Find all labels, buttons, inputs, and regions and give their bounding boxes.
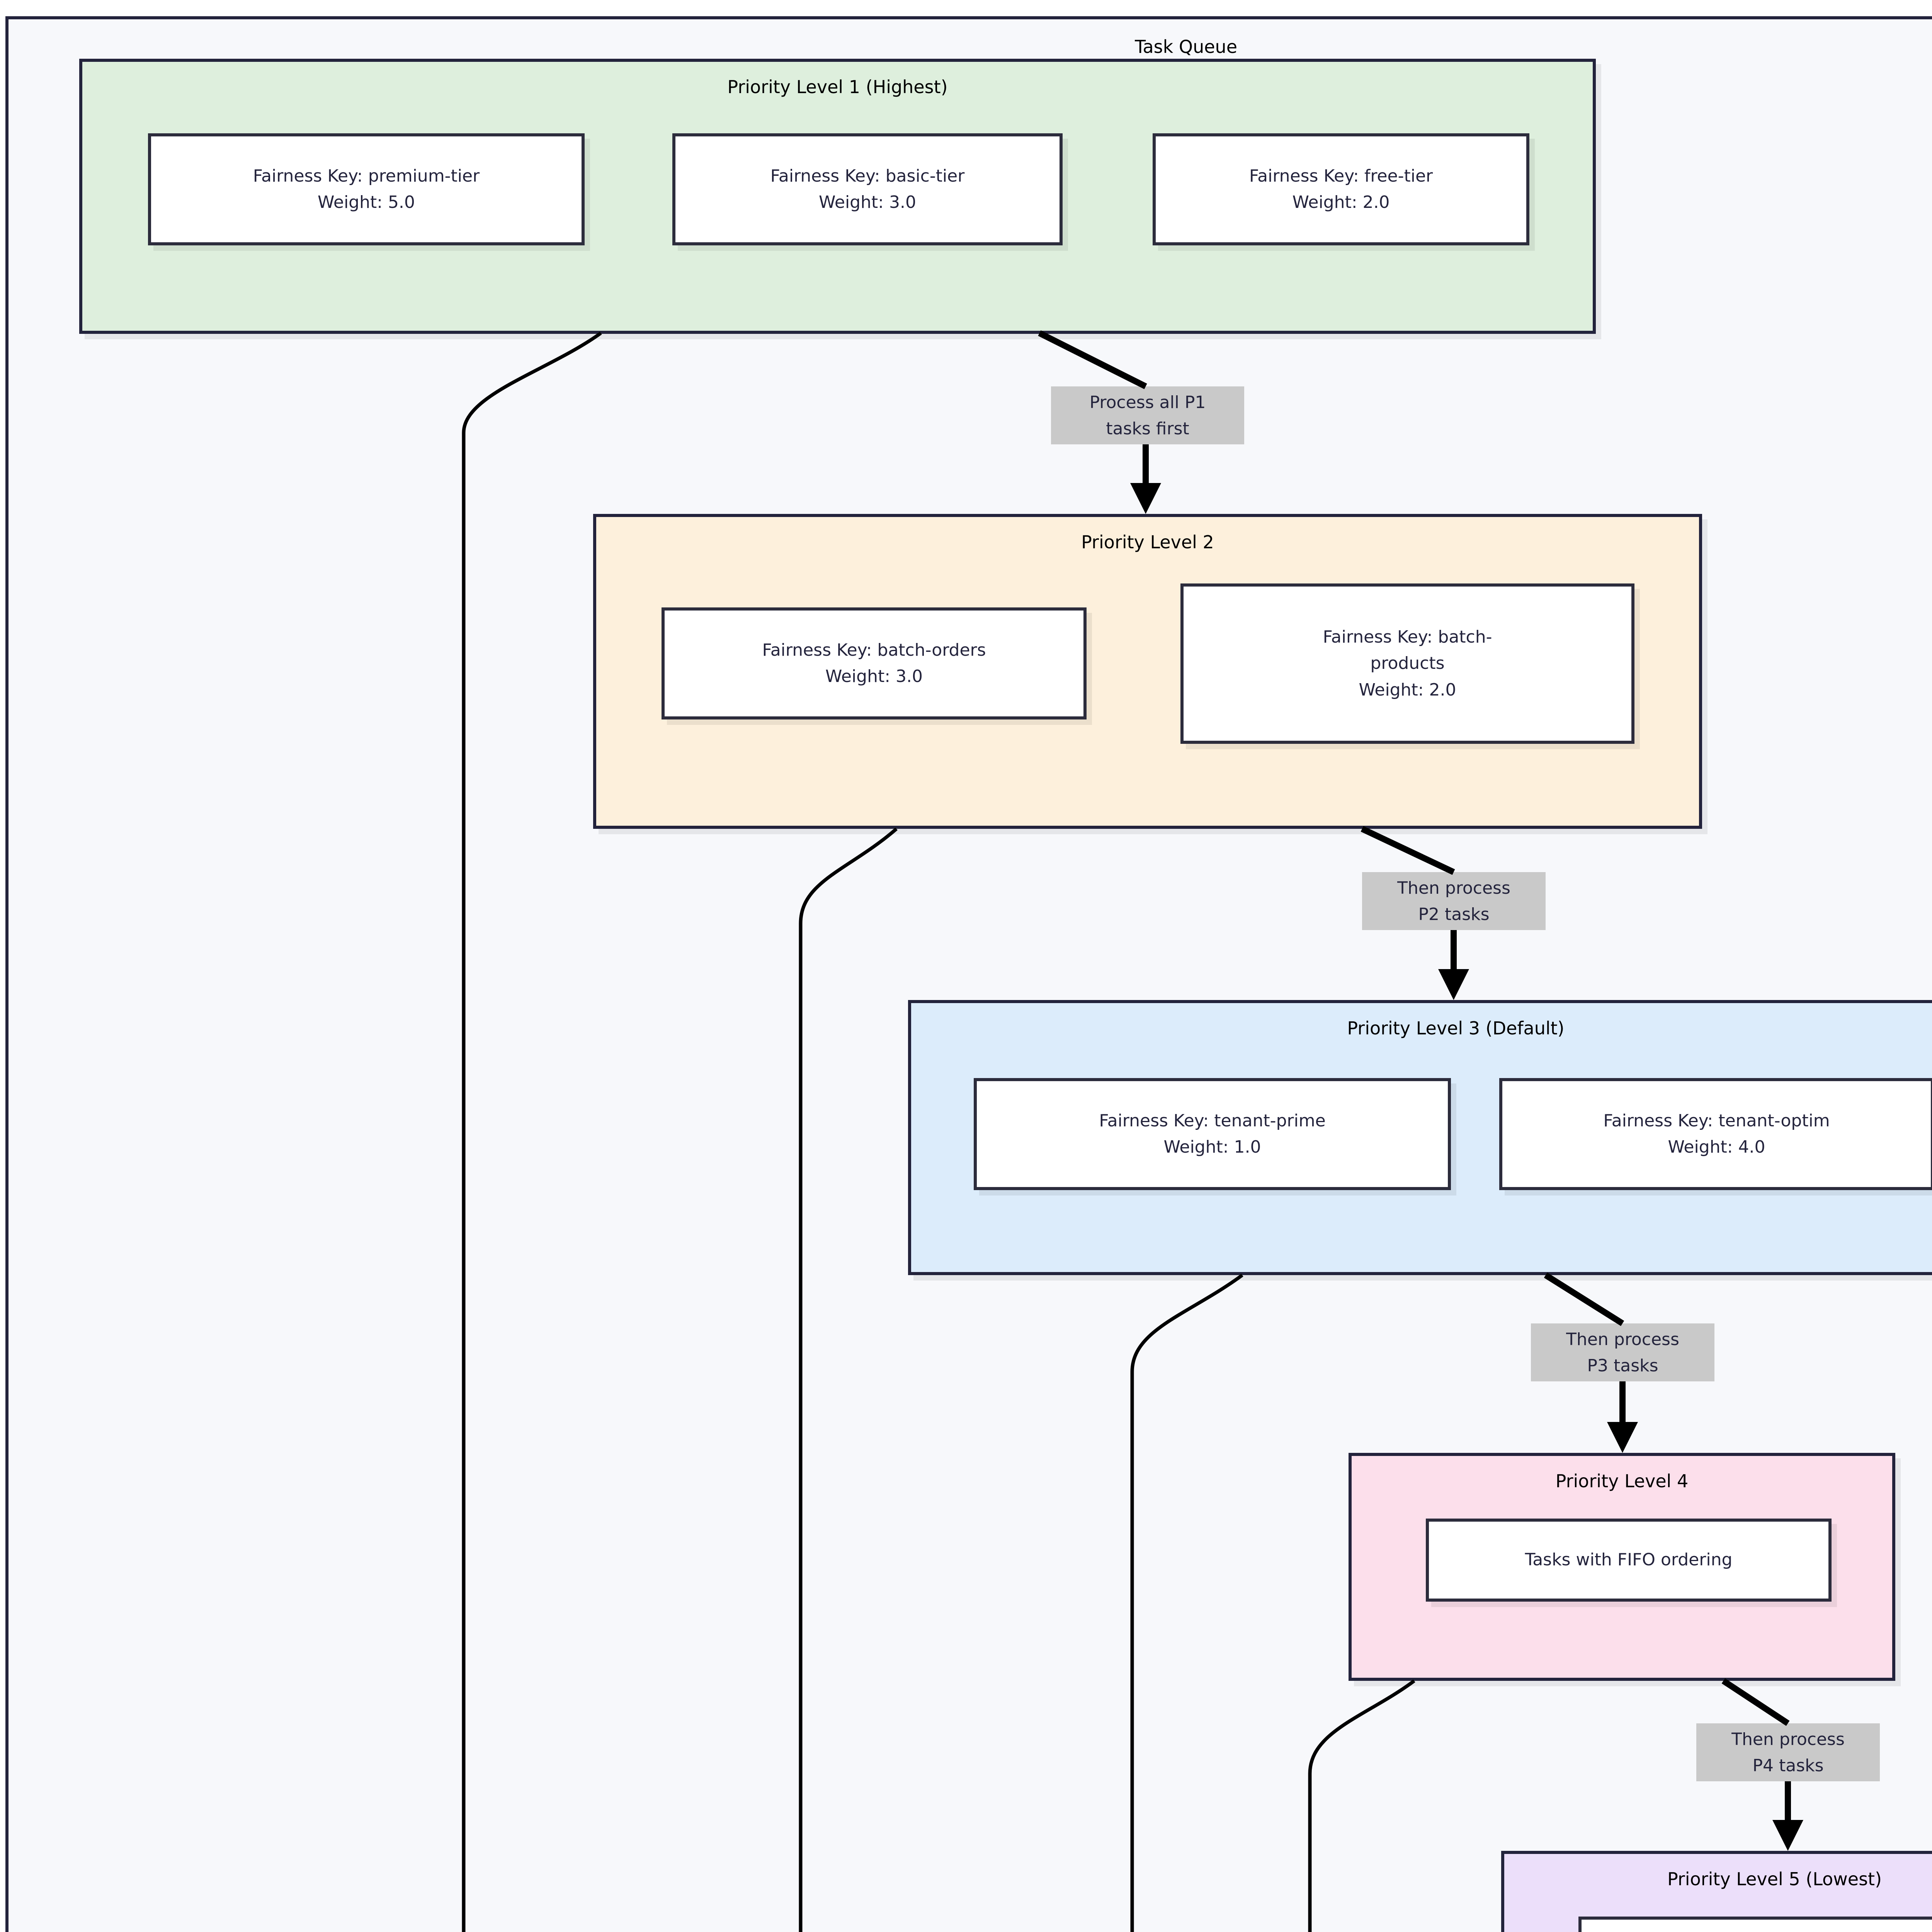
node-line-1: Fairness Key: tenant-prime <box>1099 1111 1326 1131</box>
node-fairness-tenant-prime[interactable]: Fairness Key: tenant-prime Weight: 1.0 <box>974 1078 1451 1190</box>
node-line-1: Fairness Key: free-tier <box>1249 166 1433 186</box>
node-line-1: Tasks with FIFO ordering <box>1525 1550 1733 1570</box>
node-line-1: Fairness Key: batch- products <box>1323 627 1492 673</box>
cluster-title-priority-level-3: Priority Level 3 (Default) <box>1347 1018 1565 1039</box>
node-line-2: Weight: 5.0 <box>317 192 415 212</box>
edge-label-process-all-p1: Process all P1 tasks first <box>1051 386 1244 444</box>
cluster-title-priority-level-5: Priority Level 5 (Lowest) <box>1667 1869 1882 1889</box>
node-fairness-batch-orders[interactable]: Fairness Key: batch-orders Weight: 3.0 <box>662 607 1087 719</box>
edge-label-then-process-p4: Then process P4 tasks <box>1696 1723 1880 1781</box>
edge-label-then-process-p3: Then process P3 tasks <box>1531 1323 1714 1381</box>
node-fairness-tenant-optim[interactable]: Fairness Key: tenant-optim Weight: 4.0 <box>1499 1078 1932 1190</box>
edge-label-then-process-p2: Then process P2 tasks <box>1362 872 1546 930</box>
node-fairness-basic-tier[interactable]: Fairness Key: basic-tier Weight: 3.0 <box>672 133 1063 245</box>
node-fairness-premium-tier[interactable]: Fairness Key: premium-tier Weight: 5.0 <box>148 133 585 245</box>
node-p5-fifo-tasks[interactable]: Tasks with FIFO ordering <box>1578 1917 1932 1932</box>
cluster-title-priority-level-4: Priority Level 4 <box>1555 1471 1689 1492</box>
node-p4-fifo-tasks[interactable]: Tasks with FIFO ordering <box>1426 1519 1832 1602</box>
cluster-title-task-queue: Task Queue <box>1134 36 1238 57</box>
node-line-1: Fairness Key: tenant-optim <box>1603 1111 1830 1131</box>
node-line-2: Weight: 2.0 <box>1359 680 1456 700</box>
cluster-title-priority-level-2: Priority Level 2 <box>1081 532 1214 553</box>
cluster-title-priority-level-1: Priority Level 1 (Highest) <box>727 77 948 97</box>
node-line-2: Weight: 4.0 <box>1668 1137 1765 1157</box>
node-line-1: Fairness Key: basic-tier <box>770 166 965 186</box>
node-line-1: Fairness Key: batch-orders <box>762 640 986 660</box>
node-line-2: Weight: 2.0 <box>1292 192 1390 212</box>
node-fairness-free-tier[interactable]: Fairness Key: free-tier Weight: 2.0 <box>1153 133 1529 245</box>
node-line-2: Weight: 1.0 <box>1163 1137 1261 1157</box>
node-line-2: Weight: 3.0 <box>818 192 917 212</box>
node-line-2: Weight: 3.0 <box>825 667 923 686</box>
node-line-1: Fairness Key: premium-tier <box>253 166 480 186</box>
node-fairness-batch-products[interactable]: Fairness Key: batch- products Weight: 2.… <box>1180 583 1634 744</box>
